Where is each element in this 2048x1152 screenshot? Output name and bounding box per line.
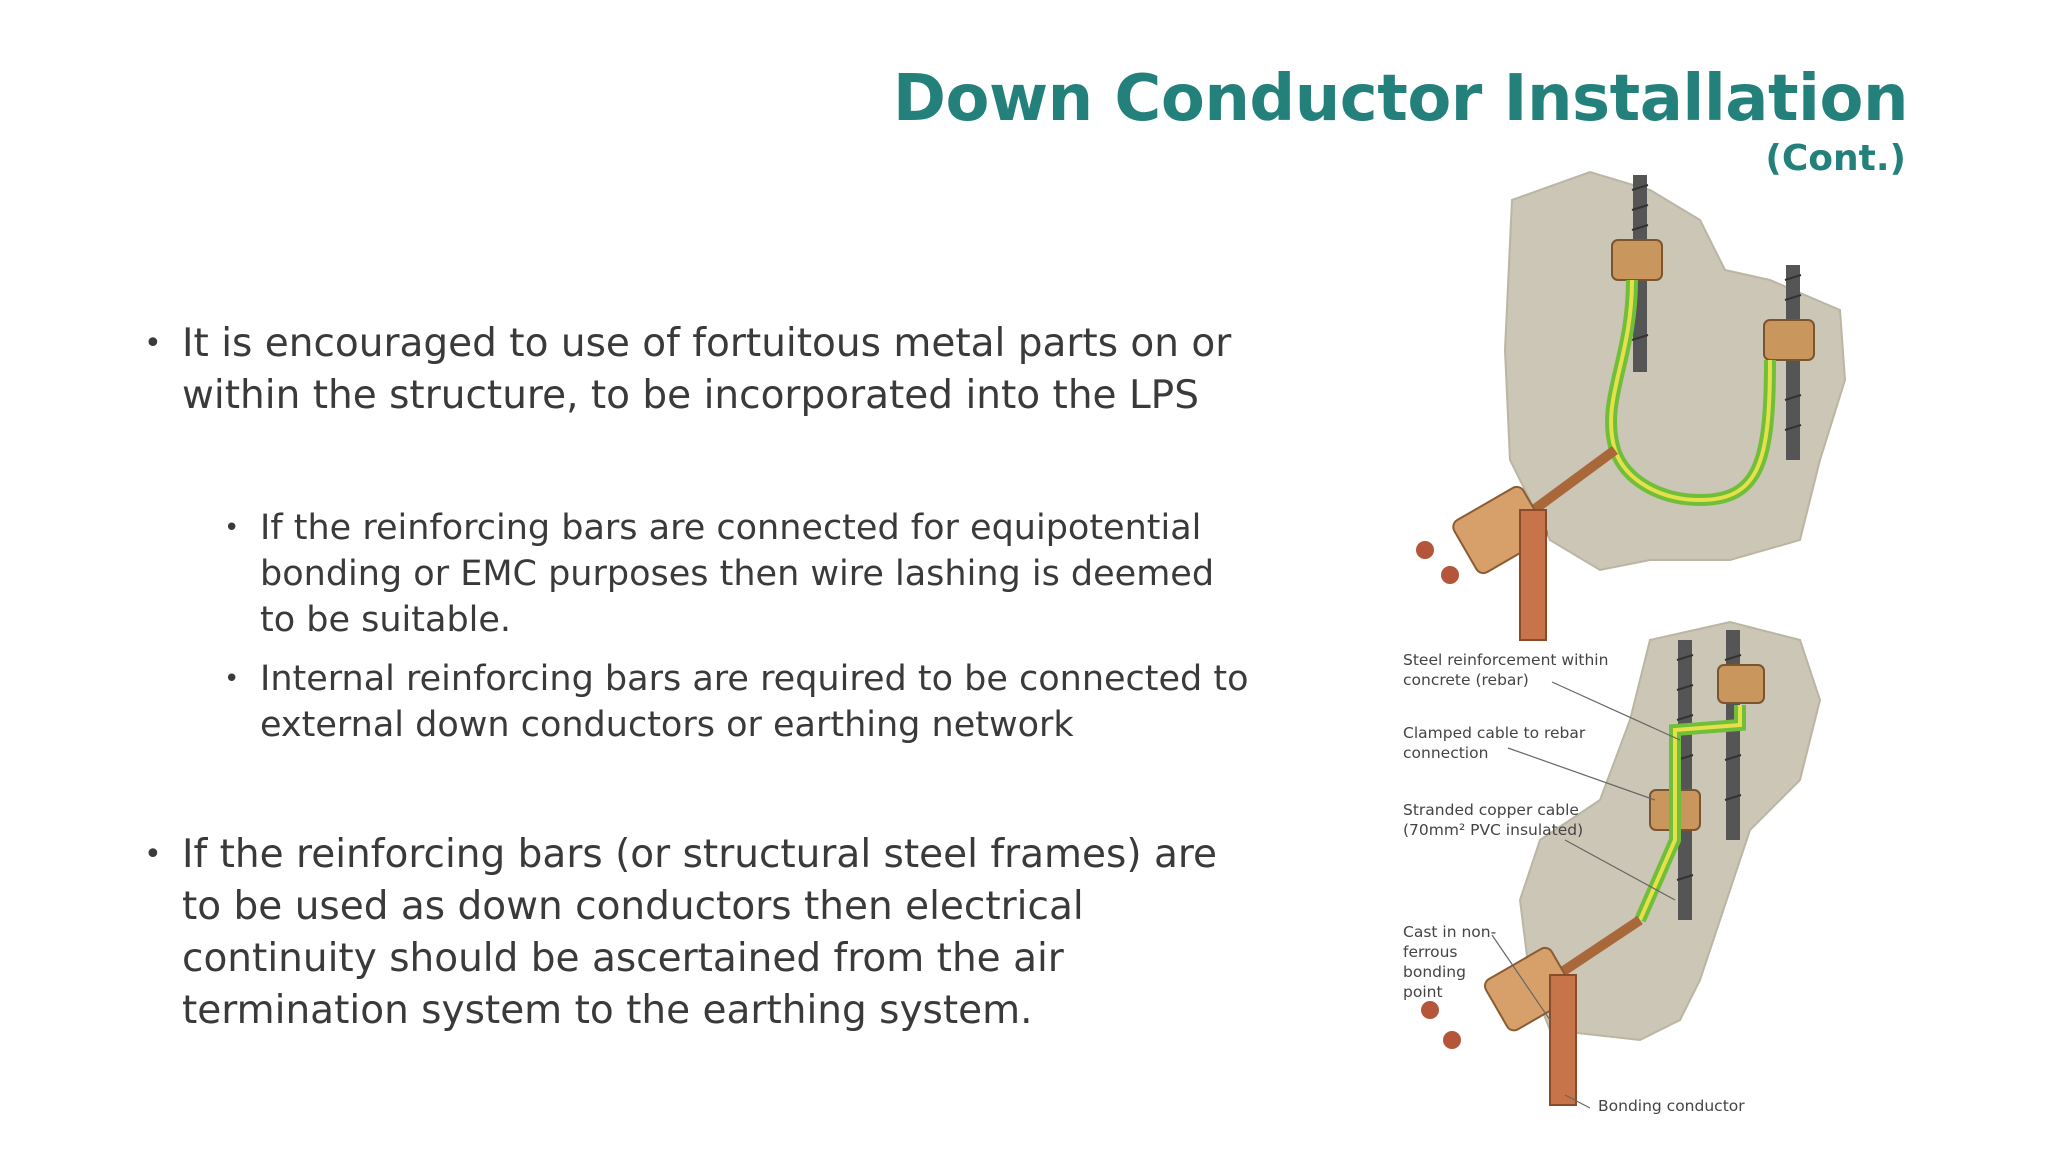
bullet-text: If the reinforcing bars are connected fo… [260, 508, 1215, 640]
bullet-fortuitous-metal: • It is encouraged to use of fortuitous … [144, 318, 1262, 422]
bullet-dot: • [224, 513, 240, 543]
copper-cable-top [1517, 445, 1618, 525]
rebar-clamp-top [1611, 239, 1815, 361]
bullet-text: Internal reinforcing bars are required t… [260, 659, 1249, 745]
slide-subtitle: (Cont.) [1765, 138, 1906, 179]
rebar-diagram-svg [1416, 170, 1847, 1109]
subbullet-internal-bars: • Internal reinforcing bars are required… [224, 656, 1260, 748]
bullet-text: If the reinforcing bars (or structural s… [182, 832, 1218, 1033]
bonding-conductor-bottom [1549, 974, 1577, 1106]
bullet-dot: • [144, 837, 162, 872]
label-stranded-line1: Stranded copper cable [1403, 801, 1579, 819]
bullet-dot: • [224, 664, 240, 694]
bolts-top [1416, 541, 1459, 584]
label-cast-bonding-point: Cast in non-ferrous bonding point [1403, 923, 1497, 1001]
bonding-conductor-top [1519, 509, 1547, 641]
label-stranded-cable: Stranded copper cable (70mm² PVC insulat… [1403, 800, 1623, 840]
copper-cable-bottom [1547, 915, 1643, 985]
callout-leaders [1491, 681, 1681, 1109]
label-clamped-cable: Clamped cable to rebar connection [1403, 724, 1586, 762]
bullet-electrical-continuity: • If the reinforcing bars (or structural… [144, 829, 1262, 1037]
slide-title: Down Conductor Installation [892, 62, 1909, 136]
label-stranded-line2: (70mm² PVC insulated) [1403, 821, 1584, 839]
subbullet-wire-lashing: • If the reinforcing bars are connected … [224, 505, 1260, 643]
label-rebar: Steel reinforcement within concrete (reb… [1403, 651, 1609, 689]
bullet-dot: • [144, 326, 162, 361]
bolts-bottom [1421, 1001, 1461, 1049]
bullet-text: It is encouraged to use of fortuitous me… [182, 321, 1232, 418]
label-bonding-conductor: Bonding conductor [1598, 1097, 1745, 1115]
rebar-bonding-illustration: Steel reinforcement within concrete (reb… [1400, 160, 1860, 1124]
